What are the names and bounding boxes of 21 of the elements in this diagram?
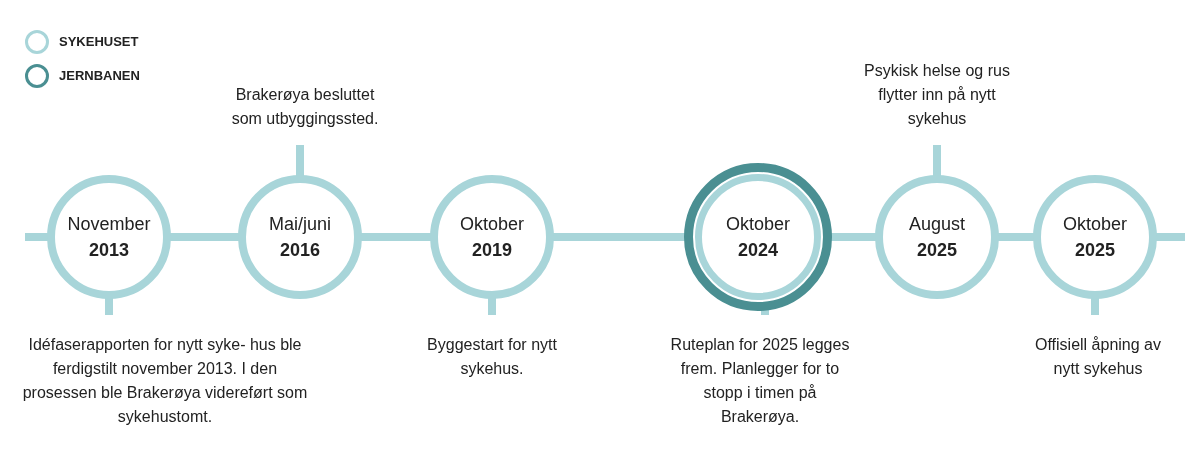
- year-label: 2016: [279, 239, 320, 262]
- month-label: Mai/juni: [269, 213, 331, 236]
- month-label: November: [67, 213, 151, 236]
- event-description: Psykisk helse og rus flytter inn på nytt sykehus: [854, 59, 1020, 145]
- event-description: Brakerøya besluttet som utbyggingssted.: [230, 83, 380, 145]
- year-label: 2025: [1074, 239, 1115, 262]
- event-description: Offisiell åpning av nytt sykehus: [1023, 315, 1173, 381]
- month-label: August: [908, 213, 965, 236]
- event-description: Byggestart for nytt sykehus.: [417, 315, 567, 381]
- year-label: 2013: [88, 239, 129, 262]
- month-label: Oktober: [726, 213, 790, 236]
- legend-label: SYKEHUSET: [59, 33, 139, 52]
- timeline-line: [830, 233, 877, 241]
- event-description: Idéfaserapporten for nytt syke- hus ble ferdigstilt november 2013. I den prosessen ble Brakerøya videreført som sykehustomt.: [20, 315, 310, 429]
- month-label: Oktober: [460, 213, 524, 236]
- year-label: 2025: [916, 239, 957, 262]
- year-label: 2019: [471, 239, 512, 262]
- year-label: 2024: [737, 239, 778, 262]
- legend-label: JERNBANEN: [59, 67, 140, 86]
- event-description: Ruteplan for 2025 legges frem. Planlegger for to stopp i timen på Brakerøya.: [670, 315, 850, 429]
- month-label: Oktober: [1063, 213, 1127, 236]
